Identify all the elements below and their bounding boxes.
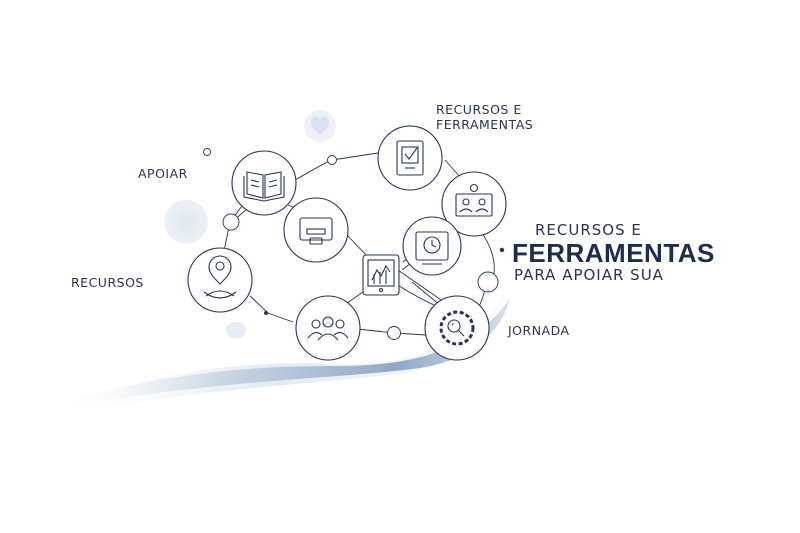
video-meeting-icon — [441, 171, 507, 237]
headline-line-2: FERRAMENTAS — [512, 238, 715, 268]
label-line: FERRAMENTAS — [436, 117, 534, 132]
tablet-chart-icon — [362, 254, 400, 296]
group-icon — [295, 295, 361, 361]
tablet-check-icon — [377, 125, 443, 191]
location-person-icon — [187, 247, 253, 313]
headline-line-3: PARA APOIAR SUA — [514, 266, 664, 284]
small-nodes — [203, 148, 499, 340]
accent-dot — [264, 311, 268, 315]
search-gear-icon — [424, 295, 490, 361]
label-jornada: JORNADA — [508, 323, 570, 338]
clock-screen-icon — [402, 216, 462, 276]
label-line: RECURSOS E — [436, 102, 522, 117]
label-apoiar: APOIAR — [138, 166, 188, 181]
background-heart — [310, 116, 330, 135]
swoosh-decoration — [40, 295, 510, 418]
open-book-icon — [231, 150, 297, 216]
background-blob — [164, 200, 208, 244]
headline-line-1: RECURSOS E — [535, 221, 642, 239]
label-recursos: RECURSOS — [71, 275, 144, 290]
label-recursos-e-ferramentas-top: RECURSOS E FERRAMENTAS — [436, 102, 533, 132]
accent-dot — [499, 247, 505, 253]
document-icon — [283, 197, 349, 263]
background-blob — [226, 322, 246, 338]
